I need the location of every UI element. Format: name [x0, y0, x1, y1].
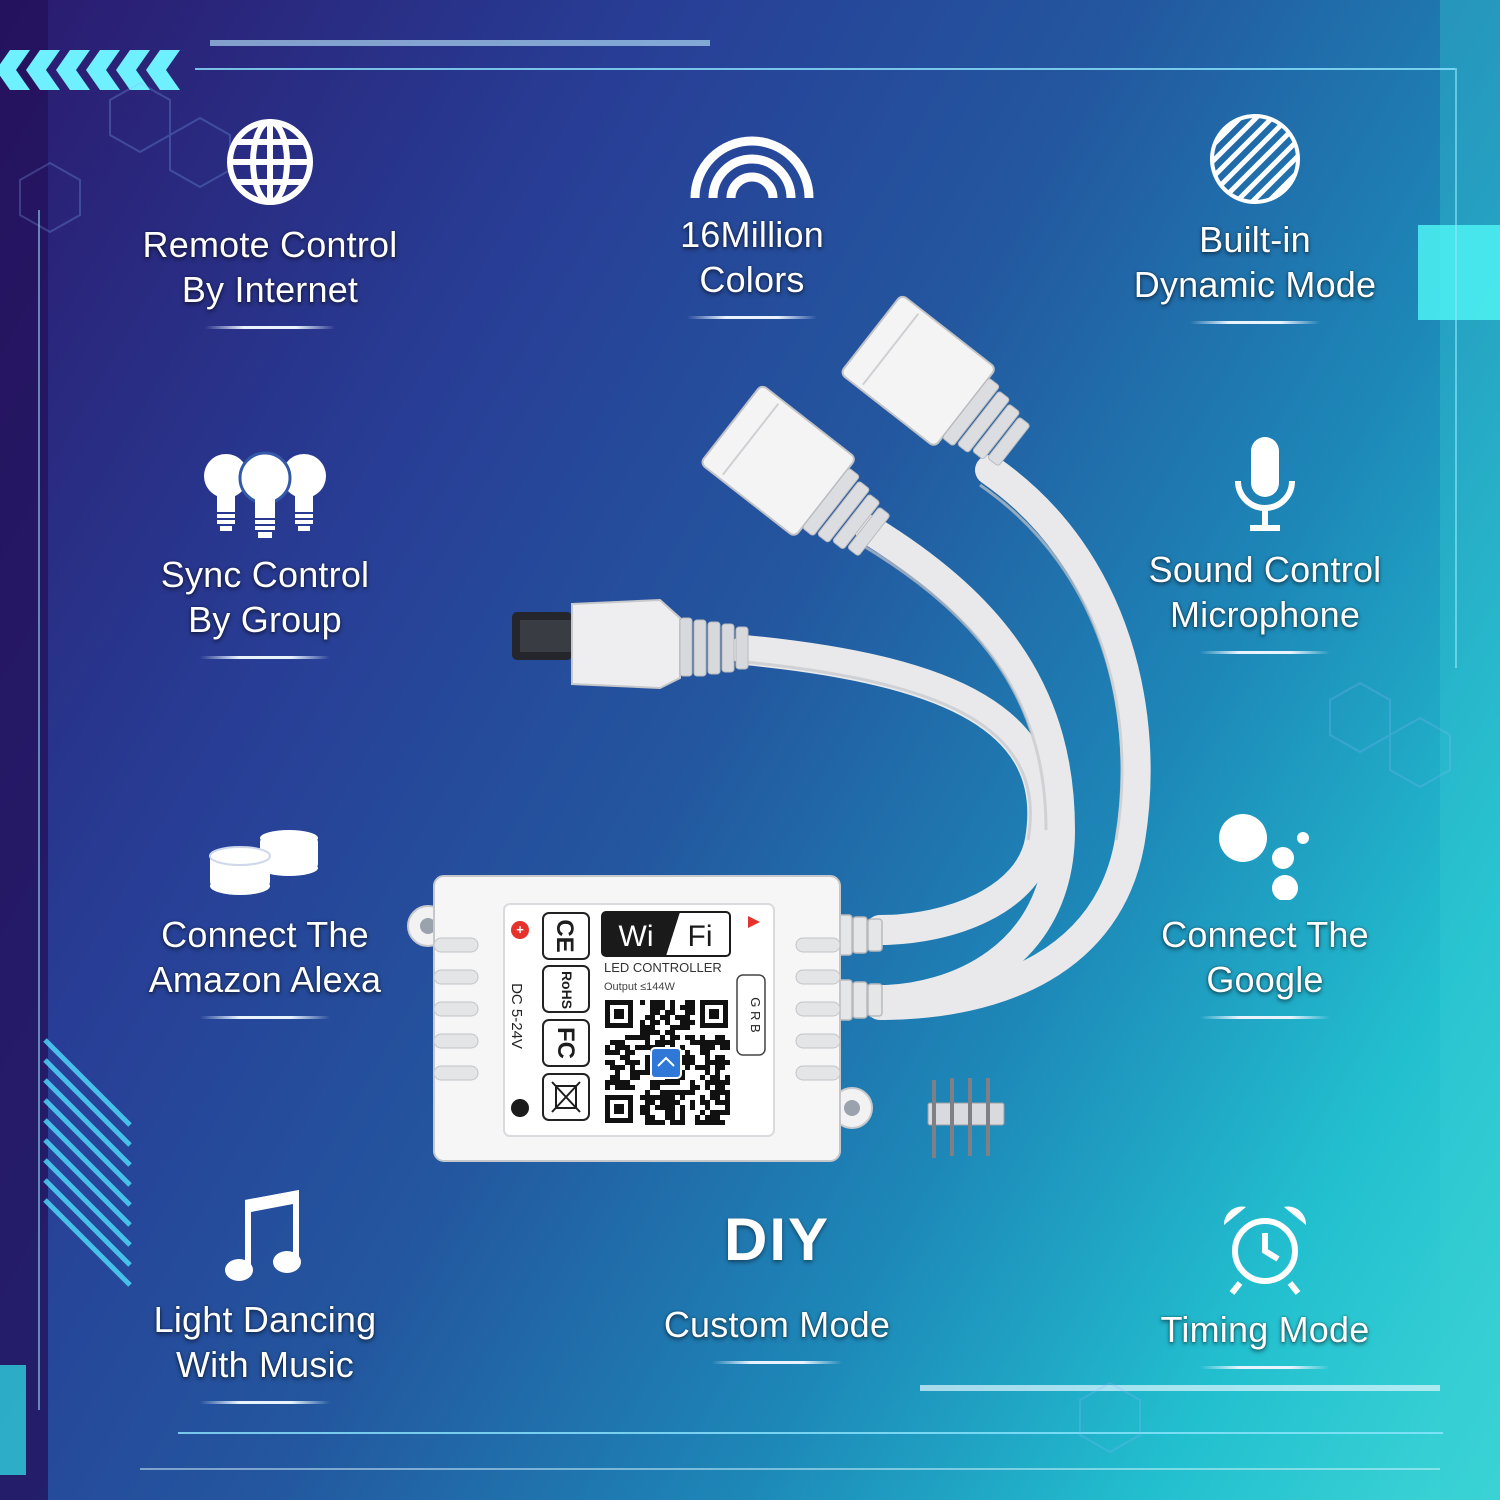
underline — [1200, 1016, 1330, 1019]
feature-colors: 16Million Colors — [612, 100, 892, 319]
svg-text:+: + — [516, 922, 524, 937]
wifi-label-left: Wi — [619, 920, 654, 953]
google-assistant-icon — [1125, 800, 1405, 900]
microphone-icon — [1115, 435, 1415, 535]
feature-sync-control: Sync Control By Group — [125, 440, 405, 659]
underline — [687, 316, 817, 319]
feature-light-dancing: Light Dancing With Music — [125, 1185, 405, 1404]
underline — [200, 1016, 330, 1019]
rgb-connector-2 — [841, 295, 1030, 466]
bulbs-icon — [125, 440, 405, 540]
striped-circle-icon — [1105, 105, 1405, 205]
underline — [205, 326, 335, 329]
voltage-label: DC 5-24V — [508, 983, 525, 1049]
globe-icon — [130, 110, 410, 210]
rainbow-icon — [612, 100, 892, 200]
feature-label: Timing Mode — [1160, 1309, 1370, 1350]
feature-label: Remote Control By Internet — [142, 224, 398, 310]
ce-mark: CE — [551, 919, 578, 952]
feature-remote-control: Remote Control By Internet — [130, 110, 410, 329]
underline — [200, 1401, 330, 1404]
pin-label: G R B — [748, 997, 763, 1032]
music-note-icon — [125, 1185, 405, 1285]
wifi-label-right: Fi — [688, 920, 713, 953]
rgb-connector-1 — [701, 385, 890, 556]
weee-bin-icon — [551, 1081, 581, 1113]
feature-diy: DIY Custom Mode — [637, 1190, 917, 1364]
echo-dot-icon — [120, 800, 410, 900]
underline — [712, 1361, 842, 1364]
output-label: Output ≤144W — [604, 981, 675, 993]
feature-label: 16Million Colors — [680, 214, 824, 300]
feature-label: Connect The Amazon Alexa — [148, 914, 382, 1000]
feature-timing-mode: Timing Mode — [1125, 1195, 1405, 1369]
underline — [200, 656, 330, 659]
app-logo-icon — [650, 1047, 682, 1079]
feature-google: Connect The Google — [1125, 800, 1405, 1019]
rohs-mark: RoHS — [559, 971, 575, 1009]
feature-dynamic-mode: Built-in Dynamic Mode — [1105, 105, 1405, 324]
alarm-clock-icon — [1125, 1195, 1405, 1295]
model-label: LED CONTROLLER — [604, 960, 722, 975]
fc-mark: FC — [552, 1027, 579, 1059]
feature-label: Built-in Dynamic Mode — [1133, 219, 1377, 305]
controller-box: + CE RoHS FC DC 5-24V Wi — [407, 875, 873, 1162]
diy-text: DIY — [723, 1206, 831, 1273]
feature-amazon-alexa: Connect The Amazon Alexa — [120, 800, 410, 1019]
pin-header-connector — [927, 1078, 1005, 1158]
feature-label: Custom Mode — [663, 1304, 891, 1345]
feature-sound-control: Sound Control Microphone — [1115, 435, 1415, 654]
underline — [1190, 321, 1320, 324]
feature-label: Sync Control By Group — [160, 554, 370, 640]
feature-label: Light Dancing With Music — [153, 1299, 377, 1385]
power-plug-connector — [512, 598, 749, 690]
feature-label: Connect The Google — [1161, 914, 1369, 1000]
feature-label: Sound Control Microphone — [1148, 549, 1382, 635]
underline — [1200, 1366, 1330, 1369]
underline — [1200, 651, 1330, 654]
cable-group — [730, 455, 1151, 1020]
qr-code — [603, 998, 730, 1125]
diy-icon: DIY — [637, 1190, 917, 1290]
